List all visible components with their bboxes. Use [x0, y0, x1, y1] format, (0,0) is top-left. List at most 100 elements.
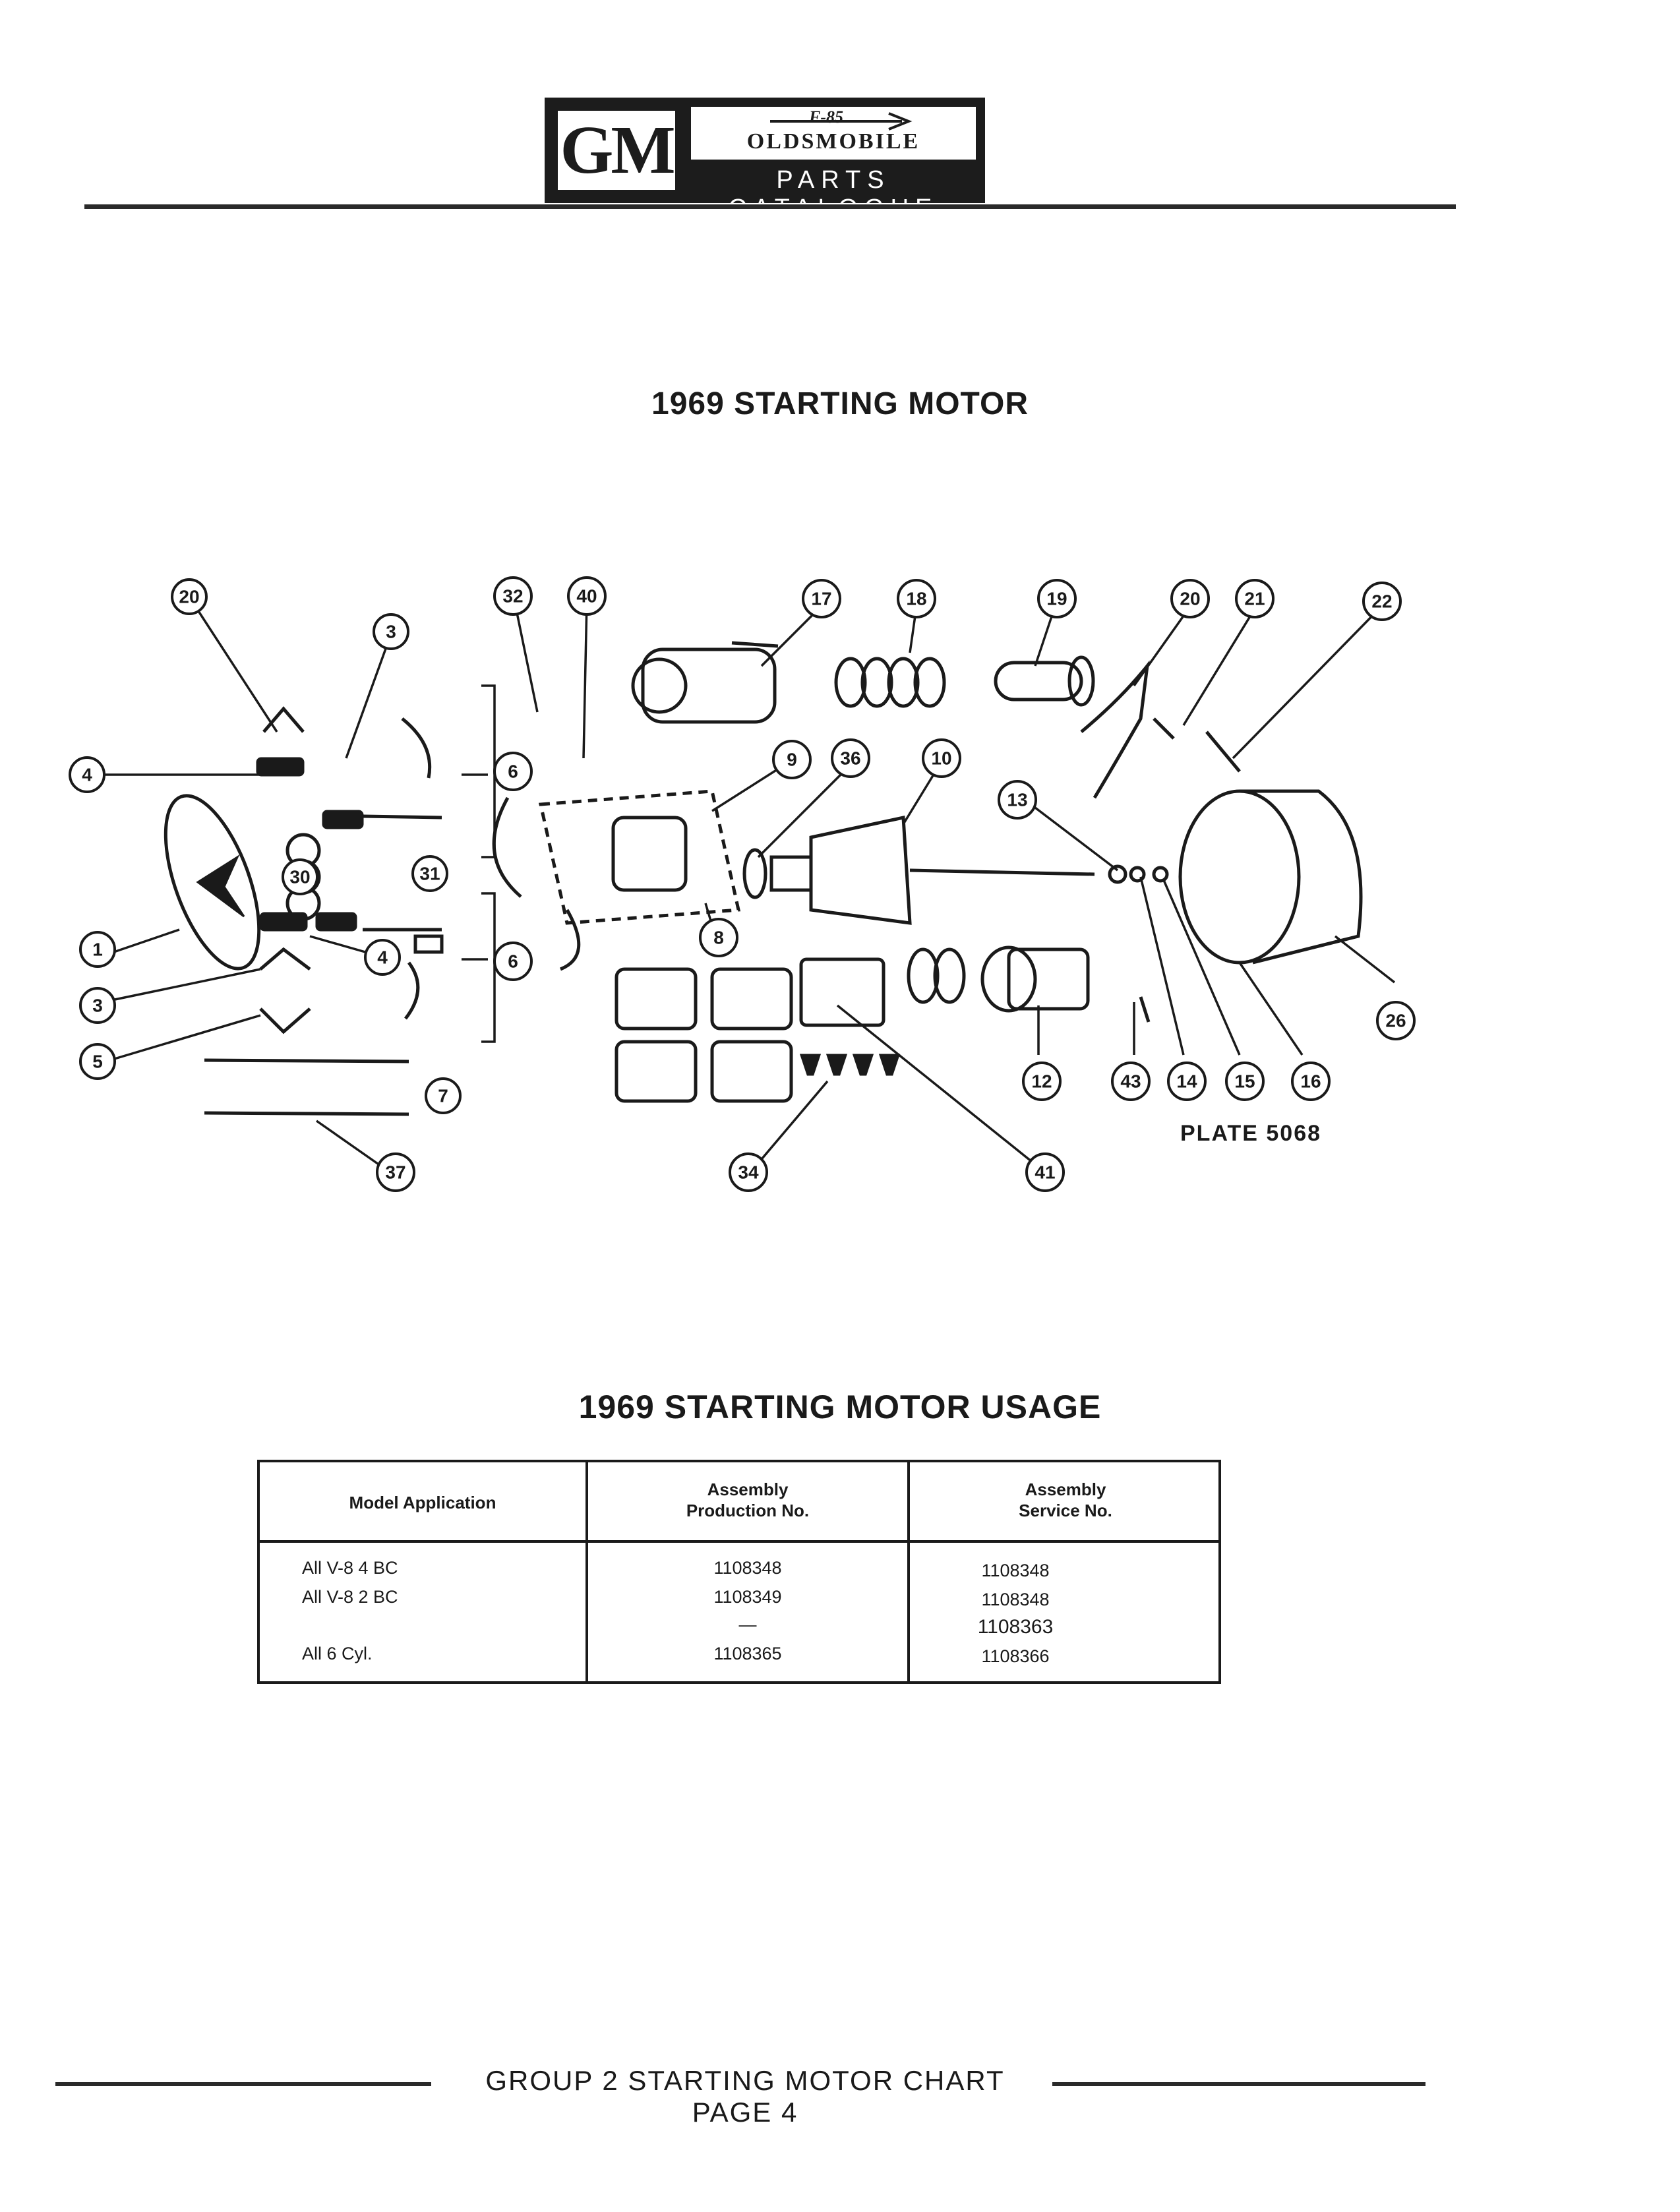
- callout-21: 21: [1235, 579, 1275, 618]
- callout-12: 12: [1022, 1061, 1062, 1101]
- commutator-end-frame: [164, 794, 261, 971]
- svg-text:19: 19: [1046, 589, 1067, 609]
- callout-19: 19: [1037, 579, 1077, 618]
- svg-text:20: 20: [1180, 589, 1200, 609]
- svg-text:26: 26: [1385, 1011, 1406, 1031]
- svg-text:14: 14: [1176, 1071, 1197, 1092]
- plate-number: PLATE 5068: [1180, 1121, 1322, 1146]
- svg-text:32: 32: [502, 586, 523, 607]
- svg-text:41: 41: [1035, 1162, 1055, 1183]
- plunger: [994, 655, 1095, 707]
- pole-shoe-screws: [799, 1054, 901, 1076]
- table-cell-production: 1108365: [713, 1644, 782, 1663]
- footer-rule-left: [55, 2082, 431, 2086]
- make-label: OLDSMOBILE: [746, 129, 920, 154]
- svg-text:5: 5: [92, 1052, 103, 1072]
- exploded-parts-diagram: 20 3 32 40 17 18 19 20 21 22 4 6 9 36 10…: [69, 576, 1416, 1192]
- callout-16: 16: [1291, 1061, 1331, 1101]
- bracket-braces: [481, 684, 496, 1043]
- svg-text:4: 4: [82, 765, 92, 785]
- svg-text:40: 40: [576, 586, 597, 607]
- svg-text:13: 13: [1007, 790, 1027, 810]
- header-production-line1: Assembly: [707, 1480, 789, 1499]
- callout-37: 37: [376, 1152, 415, 1192]
- table-cell-service: 1108348: [981, 1590, 1050, 1609]
- callout-18: 18: [897, 579, 936, 618]
- svg-text:37: 37: [385, 1162, 405, 1183]
- table-cell-service: 1108363: [977, 1616, 1054, 1638]
- table-cell-service: 1108366: [981, 1646, 1050, 1666]
- svg-text:34: 34: [738, 1162, 759, 1183]
- svg-text:9: 9: [787, 750, 797, 770]
- callout-6-top: 6: [493, 752, 533, 791]
- footer-rule-right: [1052, 2082, 1425, 2086]
- callout-20: 20: [1170, 579, 1210, 618]
- svg-text:12: 12: [1031, 1071, 1052, 1092]
- svg-text:7: 7: [438, 1086, 448, 1106]
- svg-text:36: 36: [840, 748, 860, 769]
- callout-13: 13: [998, 780, 1037, 820]
- through-bolts: [204, 814, 442, 1116]
- header-production-line2: Production No.: [686, 1501, 810, 1520]
- header-service-line1: Assembly: [1025, 1480, 1106, 1499]
- svg-text:6: 6: [508, 762, 518, 782]
- svg-text:31: 31: [419, 864, 440, 884]
- svg-text:16: 16: [1300, 1071, 1321, 1092]
- callout-31: 31: [411, 855, 448, 892]
- table-header-rule: [260, 1540, 1218, 1543]
- callout-4-left: 4: [69, 756, 105, 793]
- diagram-title: 1969 STARTING MOTOR: [651, 386, 1029, 421]
- callout-6-bottom: 6: [493, 942, 533, 981]
- svg-text:6: 6: [508, 951, 518, 972]
- catalog-badge: GM F-85 OLDSMOBILE PARTS CATALOGUE: [545, 98, 985, 222]
- drive-assembly: [907, 945, 1090, 1013]
- callout-14: 14: [1167, 1061, 1207, 1101]
- table-cell-service: 1108348: [981, 1561, 1050, 1580]
- f85-logo-text: F-85: [808, 107, 843, 127]
- field-frame: [538, 789, 741, 971]
- callout-1: 1: [79, 931, 116, 968]
- usage-table: Model Application Assembly Production No…: [257, 1460, 1221, 1684]
- svg-text:15: 15: [1234, 1071, 1255, 1092]
- svg-text:10: 10: [931, 748, 951, 769]
- svg-text:8: 8: [713, 928, 724, 948]
- leader-lines: [92, 599, 1396, 1168]
- callout-3-top: 3: [373, 613, 409, 650]
- svg-text:43: 43: [1120, 1071, 1141, 1092]
- f85-logo: F-85: [770, 107, 913, 131]
- table-cell-model: All V-8 4 BC: [302, 1558, 398, 1578]
- drive-housing: [1178, 789, 1363, 965]
- callout-43: 43: [1111, 1061, 1151, 1101]
- callout-40: 40: [567, 576, 607, 616]
- callout-3-bottom: 3: [79, 987, 116, 1024]
- table-cell-model: All V-8 2 BC: [302, 1587, 398, 1607]
- solenoid: [631, 641, 779, 724]
- callout-5-bottom: 5: [79, 1043, 116, 1080]
- brush-springs: [256, 706, 364, 1034]
- svg-text:20: 20: [179, 587, 199, 607]
- callout-36: 36: [831, 738, 870, 778]
- table-cell-model: All 6 Cyl.: [302, 1644, 373, 1663]
- callout-34: 34: [729, 1152, 768, 1192]
- callout-9: 9: [772, 740, 812, 779]
- callout-7: 7: [425, 1077, 462, 1114]
- gm-logo: GM: [554, 107, 679, 194]
- callout-17: 17: [802, 579, 841, 618]
- badge-title-panel: F-85 OLDSMOBILE: [691, 107, 976, 160]
- callout-10: 10: [922, 738, 961, 778]
- header-service-line2: Service No.: [1019, 1501, 1112, 1520]
- callout-26: 26: [1376, 1001, 1416, 1040]
- callout-30: 30: [282, 858, 318, 895]
- table-divider: [907, 1462, 910, 1681]
- shift-lever: [1080, 660, 1241, 799]
- svg-text:18: 18: [906, 589, 926, 609]
- callout-15: 15: [1225, 1061, 1265, 1101]
- table-divider: [585, 1462, 588, 1681]
- header-rule: [84, 204, 1456, 209]
- header-model-application: Model Application: [349, 1493, 496, 1512]
- svg-text:22: 22: [1371, 591, 1392, 612]
- callout-41: 41: [1025, 1152, 1065, 1192]
- svg-text:3: 3: [92, 996, 103, 1016]
- pole-shoes: [615, 957, 885, 1103]
- callout-5-top: 20: [171, 578, 208, 615]
